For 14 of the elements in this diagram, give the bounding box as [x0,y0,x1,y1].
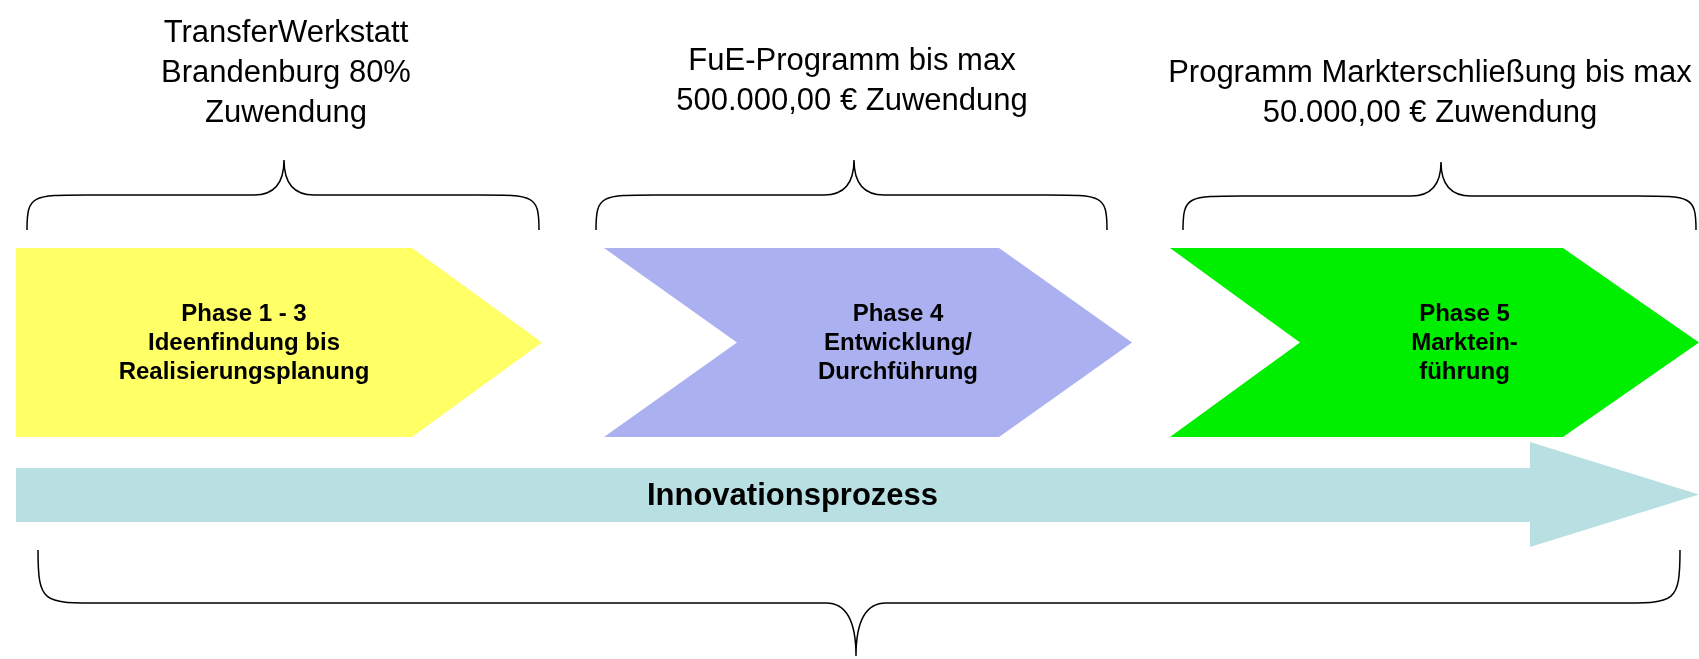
funding-note: TransferWerkstatt Brandenburg 80% Zuwendung [160,13,412,131]
phase-description: Entwicklung/ Durchführung [817,328,979,386]
phase-description: Ideenfindung bis Realisierungsplanung [117,328,371,386]
funding-note: FuE-Programm bis max 500.000,00 € Zuwendung [675,41,1029,119]
funding-note: Programm Markterschließung bis max 50.000,00 € Zuwendung [1167,53,1693,131]
phase-banner [604,248,1132,437]
phase-banner [1170,248,1699,437]
phase-banner [16,248,542,437]
phase-title: Phase 5 [1419,299,1510,329]
phase-title: Phase 4 [852,299,944,329]
process-arrow [16,442,1699,547]
phase-description: Marktein- führung [1410,328,1519,386]
phase-title: Phase 1 - 3 [181,299,307,329]
process-label: Innovationsprozess [646,475,939,514]
